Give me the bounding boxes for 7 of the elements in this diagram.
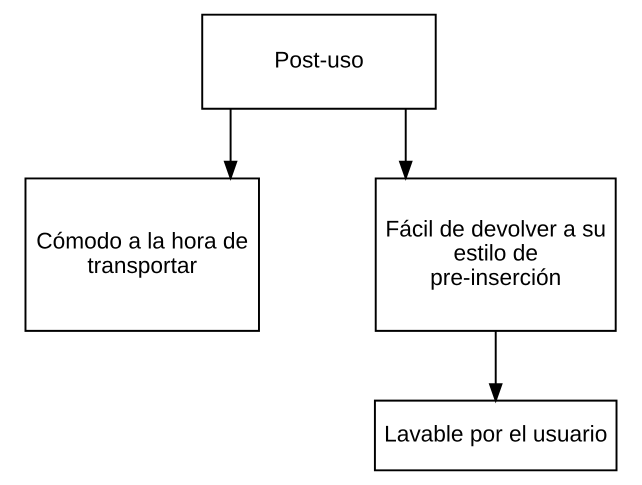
node-box: Post-uso bbox=[201, 14, 437, 110]
node-box: Fácil de devolver a su estilo de pre-inserción bbox=[374, 177, 617, 332]
arrow bbox=[488, 331, 503, 404]
arrow bbox=[398, 108, 413, 181]
node-box: Cómodo a la hora de transportar bbox=[24, 177, 260, 332]
arrow bbox=[224, 108, 238, 181]
node-box: Lavable por el usuario bbox=[374, 400, 618, 472]
